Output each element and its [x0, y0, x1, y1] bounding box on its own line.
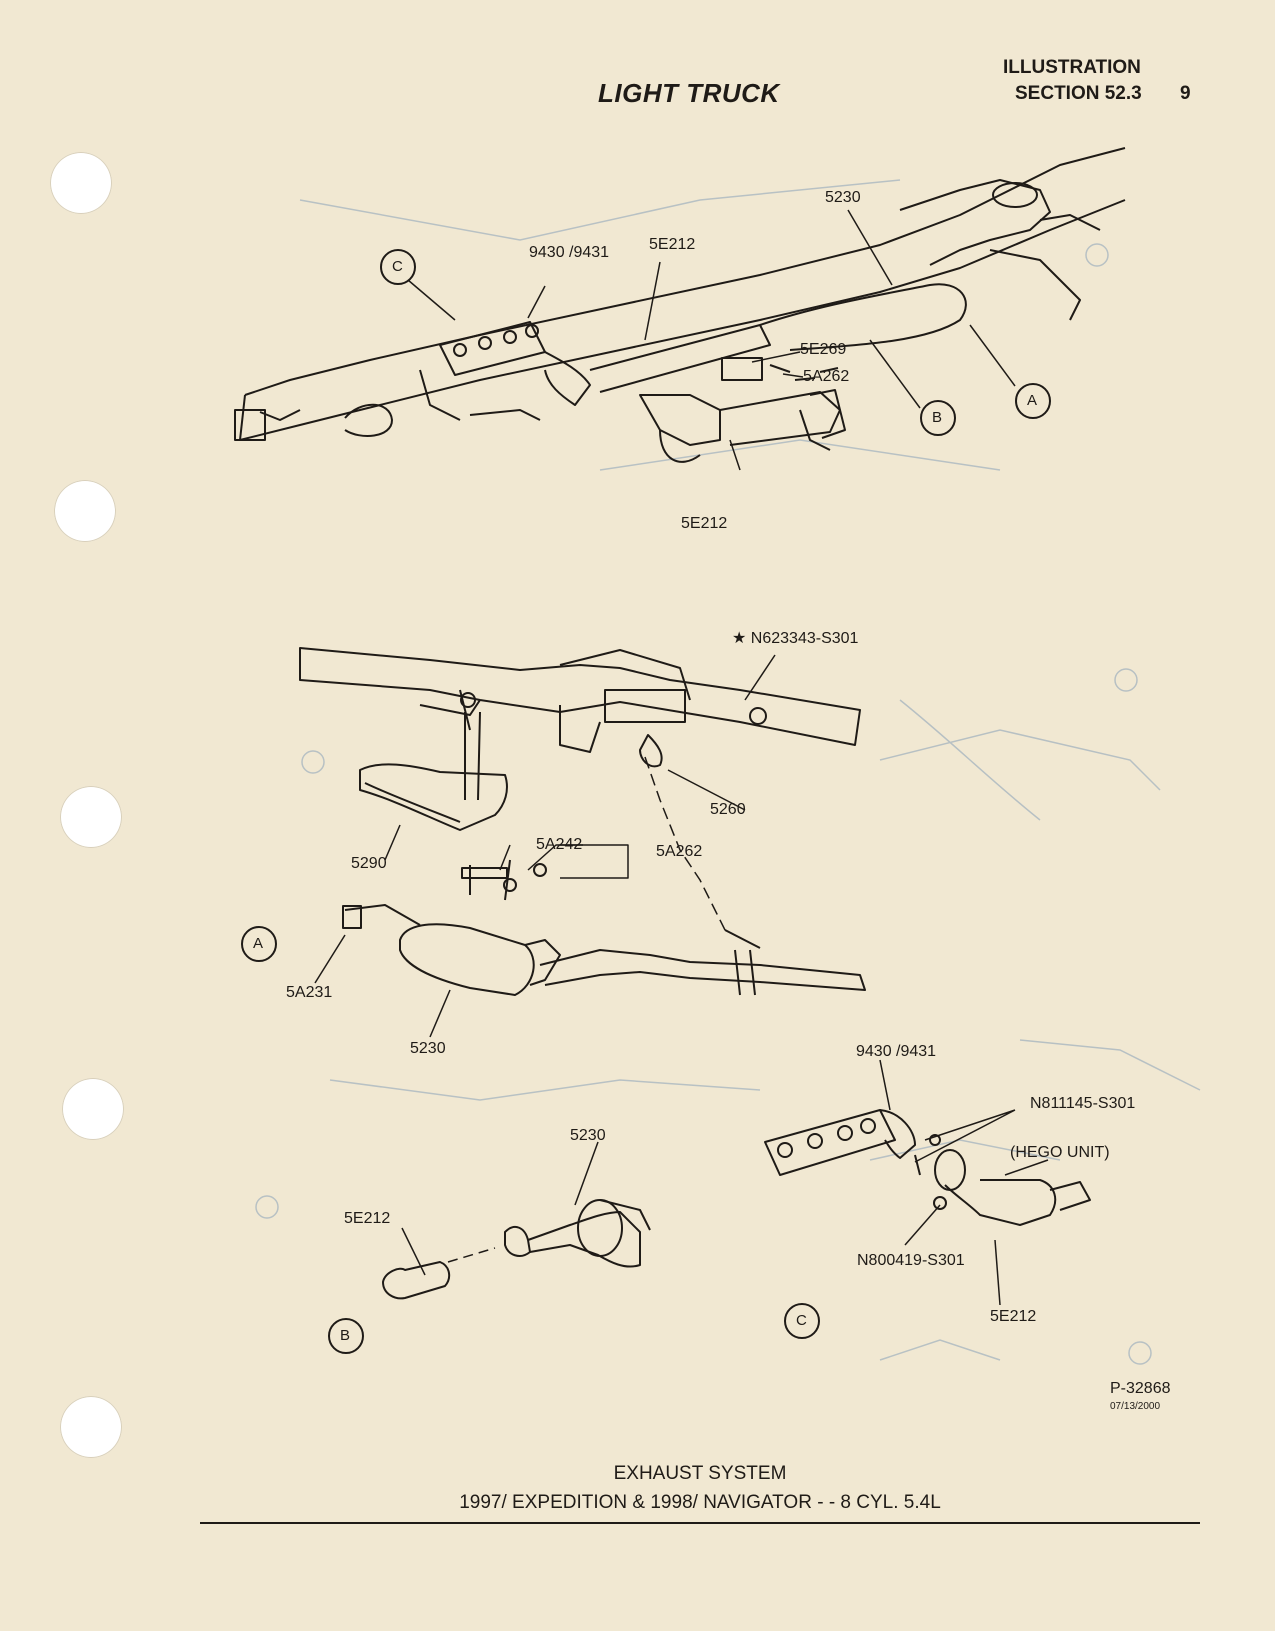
- part-label: N800419-S301: [857, 1252, 965, 1269]
- callout-letter: A: [253, 935, 264, 952]
- bleed-through-drawing: [255, 179, 1201, 1365]
- illustration-part-number: P-32868: [1110, 1380, 1171, 1397]
- part-label: 5260: [710, 801, 746, 818]
- illustration-label: ILLUSTRATION: [1003, 57, 1141, 78]
- callout-letter: C: [392, 258, 403, 275]
- part-label: (HEGO UNIT): [1010, 1144, 1110, 1161]
- middle-view-drawing: [241, 647, 866, 1038]
- binder-hole: [62, 1078, 124, 1140]
- footer-title: EXHAUST SYSTEM: [613, 1463, 787, 1484]
- callout-letter: B: [932, 409, 943, 426]
- callout-letter: C: [796, 1312, 807, 1329]
- part-label: 9430 /9431: [856, 1043, 937, 1060]
- part-label: N811145-S301: [1030, 1095, 1136, 1112]
- part-label: ★ N623343-S301: [732, 628, 858, 648]
- footer-subtitle: 1997/ EXPEDITION & 1998/ NAVIGATOR - - 8…: [459, 1492, 941, 1513]
- part-label: 9430 /9431: [529, 244, 610, 261]
- part-label-text: N623343-S301: [750, 630, 859, 647]
- binder-hole: [50, 152, 112, 214]
- star-icon: ★: [732, 630, 751, 647]
- section-label: SECTION 52.3: [1015, 83, 1142, 104]
- part-label: 5230: [825, 189, 861, 206]
- part-label: 5A262: [656, 843, 703, 860]
- part-label: 5E212: [649, 236, 696, 253]
- part-label: 5290: [351, 855, 387, 872]
- page-title: LIGHT TRUCK: [598, 78, 780, 108]
- detail-b-drawing: [328, 1141, 651, 1354]
- callout-letter: A: [1027, 392, 1038, 409]
- part-label: 5230: [570, 1127, 606, 1144]
- part-label: 5E269: [800, 341, 847, 358]
- illustration-date: 07/13/2000: [1110, 1401, 1161, 1412]
- binder-hole: [60, 786, 122, 848]
- page-number: 9: [1180, 83, 1191, 104]
- part-label: 5E212: [681, 515, 728, 532]
- callout-letter: B: [340, 1327, 351, 1344]
- part-label: 5E212: [990, 1308, 1037, 1325]
- part-label: 5A242: [536, 836, 583, 853]
- part-label: 5A262: [803, 368, 850, 385]
- top-view-drawing: [234, 147, 1126, 471]
- part-label: 5E212: [344, 1210, 391, 1227]
- binder-hole: [54, 480, 116, 542]
- binder-hole: [60, 1396, 122, 1458]
- part-label: 5230: [410, 1040, 446, 1057]
- part-label: 5A231: [286, 984, 333, 1001]
- detail-c-drawing: [764, 1059, 1091, 1339]
